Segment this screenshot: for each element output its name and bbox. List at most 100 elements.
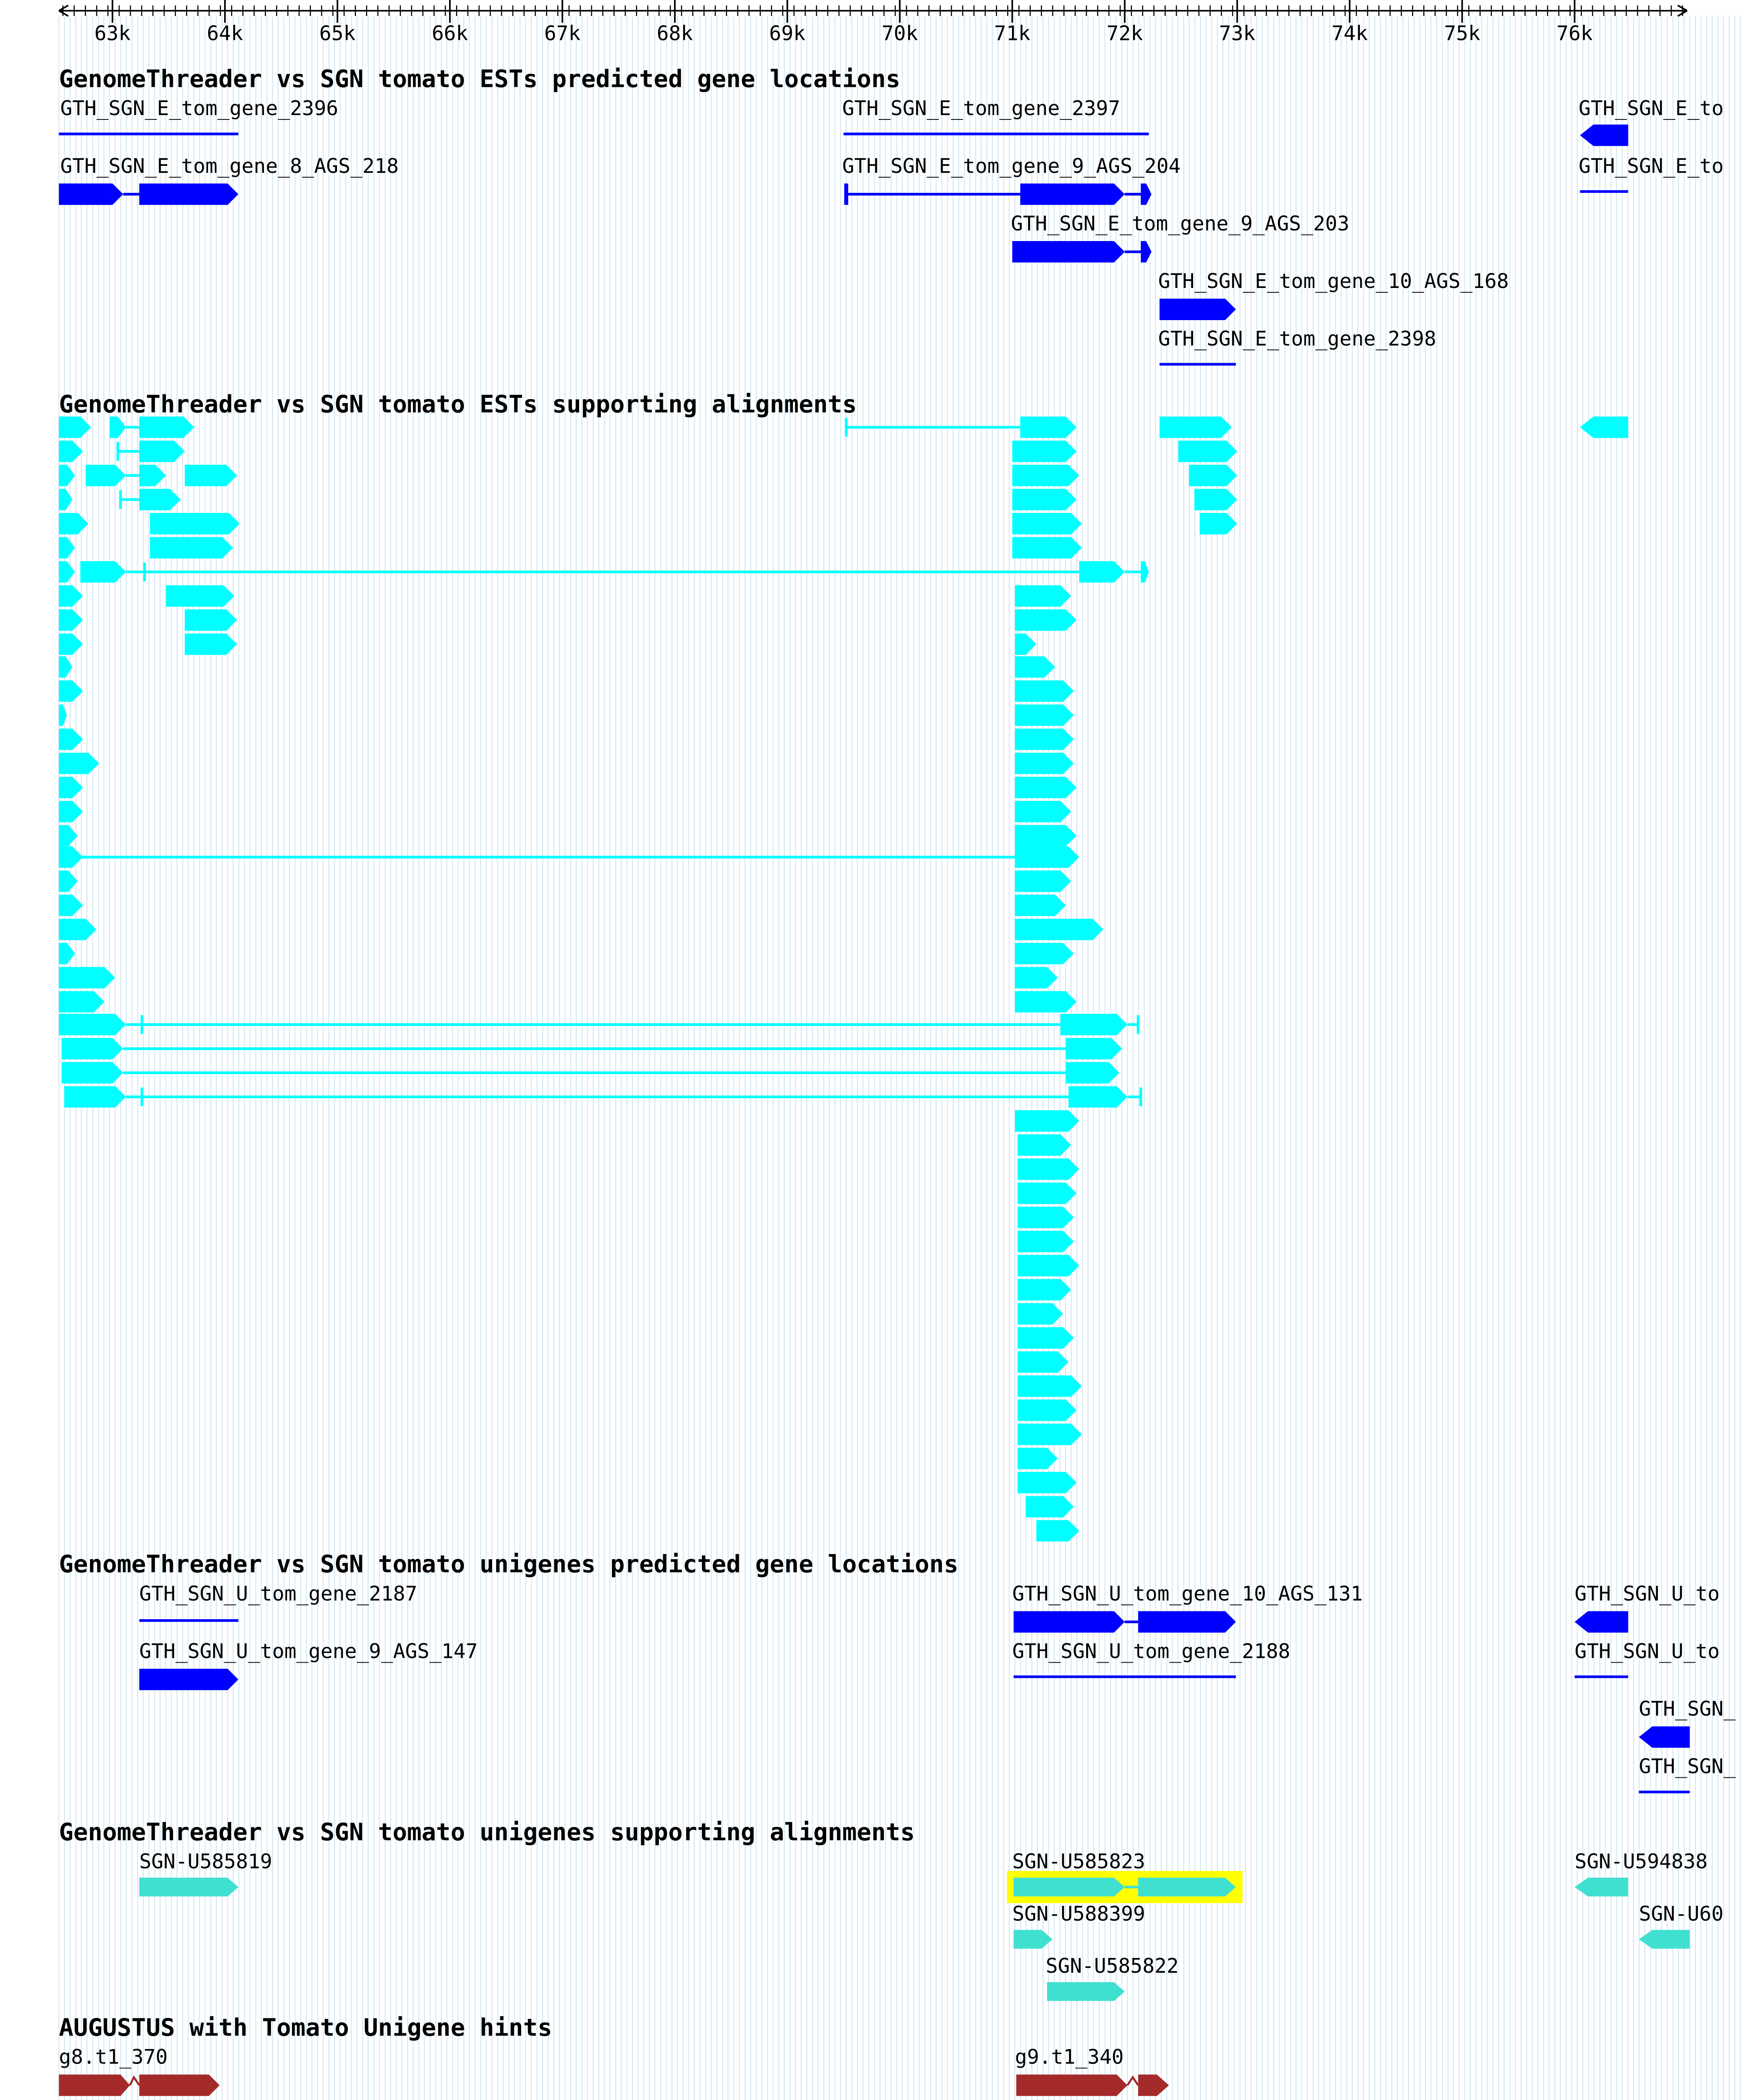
est-alignment-block[interactable]: [59, 1014, 126, 1035]
est-alignment-block[interactable]: [59, 943, 75, 965]
est-alignment-block[interactable]: [1017, 1448, 1058, 1469]
gene-feature-9-ags-204[interactable]: [844, 183, 1152, 205]
feature-label[interactable]: GTH_SGN_E_to: [1579, 154, 1724, 178]
est-alignment-block[interactable]: [1015, 870, 1071, 892]
unigene-feature-u588399[interactable]: [1013, 1930, 1053, 1949]
est-alignment-block[interactable]: [1017, 1375, 1082, 1397]
est-alignment-block[interactable]: [59, 680, 83, 702]
est-alignment-block[interactable]: [61, 1062, 123, 1084]
est-alignment-block[interactable]: [59, 800, 83, 823]
feature-label[interactable]: SGN-U60: [1639, 1902, 1723, 1925]
feature-label[interactable]: GTH_SGN_E_tom_gene_2398: [1158, 327, 1436, 351]
est-alignment-block[interactable]: [59, 561, 75, 583]
est-alignment-block[interactable]: [1200, 513, 1237, 535]
gene-feature-9-ags-203[interactable]: [1012, 241, 1152, 263]
est-alignment-block[interactable]: [1015, 633, 1037, 655]
est-alignment-block[interactable]: [139, 489, 181, 510]
est-alignment-block[interactable]: [1015, 825, 1077, 847]
est-alignment-block[interactable]: [59, 416, 91, 438]
feature-label[interactable]: g9.t1_340: [1015, 2045, 1124, 2069]
est-alignment-block[interactable]: [109, 416, 126, 438]
feature-label[interactable]: GTH_SGN_: [1639, 1755, 1736, 1778]
est-alignment-block[interactable]: [86, 464, 126, 486]
est-alignment-block[interactable]: [1017, 1279, 1071, 1301]
est-alignment-block[interactable]: [80, 561, 126, 583]
est-alignment-block[interactable]: [59, 440, 83, 462]
est-alignment-block[interactable]: [59, 825, 78, 847]
feature-label[interactable]: GTH_SGN_E_to: [1579, 96, 1724, 120]
est-alignment-block[interactable]: [1015, 943, 1074, 965]
est-alignment-block[interactable]: [166, 585, 235, 607]
est-alignment-block[interactable]: [1017, 1423, 1082, 1445]
est-alignment-block[interactable]: [185, 609, 237, 631]
est-alignment-block[interactable]: [59, 585, 83, 607]
feature-label[interactable]: GTH_SGN_U_tom_gene_2188: [1012, 1639, 1290, 1663]
est-alignment-block[interactable]: [1194, 489, 1237, 510]
est-alignment-block[interactable]: [1012, 440, 1077, 462]
feature-label[interactable]: g8.t1_370: [59, 2045, 168, 2069]
est-alignment-block[interactable]: [1015, 680, 1074, 702]
est-alignment-block[interactable]: [150, 513, 240, 535]
est-alignment-block[interactable]: [59, 728, 83, 750]
est-alignment-block[interactable]: [1017, 1303, 1063, 1325]
est-alignment-block[interactable]: [59, 991, 105, 1013]
unigene-feature-u585822[interactable]: [1047, 1982, 1125, 2001]
est-alignment-block[interactable]: [1017, 1472, 1077, 1494]
augustus-feature-g9[interactable]: [1016, 2074, 1169, 2096]
est-alignment-block[interactable]: [59, 777, 83, 798]
feature-label[interactable]: SGN-U585819: [139, 1850, 272, 1873]
est-alignment-block[interactable]: [1060, 1014, 1128, 1035]
est-alignment-block[interactable]: [59, 609, 83, 631]
feature-label[interactable]: GTH_SGN_U_tom_gene_2187: [139, 1582, 417, 1605]
est-alignment-block[interactable]: [1017, 1351, 1069, 1373]
est-alignment-block[interactable]: [1036, 1520, 1079, 1542]
est-alignment-block[interactable]: [1015, 919, 1104, 940]
est-alignment-block[interactable]: [185, 464, 237, 486]
feature-label[interactable]: GTH_SGN_U_to: [1574, 1639, 1720, 1663]
est-alignment-block[interactable]: [1020, 416, 1077, 438]
unigene-feature-u594838[interactable]: [1574, 1878, 1628, 1897]
est-alignment-block[interactable]: [1017, 1255, 1079, 1277]
est-alignment-block[interactable]: [1012, 489, 1077, 510]
feature-label[interactable]: GTH_SGN_E_tom_gene_9_AGS_204: [842, 154, 1181, 178]
est-alignment-block[interactable]: [59, 967, 116, 989]
est-alignment-block[interactable]: [1065, 1062, 1120, 1084]
feature-label[interactable]: GTH_SGN_U_tom_gene_10_AGS_131: [1012, 1582, 1363, 1605]
est-alignment-block[interactable]: [1015, 728, 1074, 750]
est-alignment-block[interactable]: [1159, 416, 1232, 438]
unigene-feature-u585823[interactable]: [1013, 1878, 1236, 1897]
est-alignment-block[interactable]: [1012, 513, 1082, 535]
feature-label[interactable]: SGN-U585823: [1012, 1850, 1145, 1873]
est-alignment-block[interactable]: [1178, 440, 1237, 462]
gene-feature-10-ags-131[interactable]: [1013, 1611, 1236, 1633]
est-alignment-block[interactable]: [59, 752, 99, 774]
est-alignment-block[interactable]: [1017, 1134, 1071, 1156]
est-alignment-block[interactable]: [1015, 846, 1079, 868]
est-alignment-block[interactable]: [59, 464, 75, 486]
feature-label[interactable]: SGN-U585822: [1046, 1954, 1179, 1978]
est-alignment-block[interactable]: [1015, 991, 1077, 1013]
est-alignment-block[interactable]: [185, 633, 237, 655]
est-alignment-block[interactable]: [1015, 585, 1071, 607]
est-alignment-block[interactable]: [139, 440, 185, 462]
augustus-feature-g8[interactable]: [59, 2074, 220, 2096]
est-alignment-block[interactable]: [59, 846, 83, 868]
feature-label[interactable]: SGN-U588399: [1012, 1902, 1145, 1925]
unigene-feature-u585819[interactable]: [139, 1878, 238, 1897]
est-alignment-block[interactable]: [1141, 561, 1149, 583]
feature-label[interactable]: GTH_SGN_U_to: [1574, 1582, 1720, 1605]
est-alignment-block[interactable]: [139, 464, 166, 486]
feature-label[interactable]: GTH_SGN_E_tom_gene_10_AGS_168: [1158, 269, 1509, 293]
gene-feature-9-ags-147[interactable]: [139, 1669, 238, 1690]
feature-label[interactable]: GTH_SGN_U_tom_gene_9_AGS_147: [139, 1639, 478, 1663]
est-alignment-block[interactable]: [1580, 416, 1628, 438]
est-alignment-block[interactable]: [59, 513, 89, 535]
est-alignment-block[interactable]: [59, 704, 67, 726]
est-alignment-block[interactable]: [59, 919, 96, 940]
est-alignment-block[interactable]: [1015, 894, 1066, 916]
est-alignment-block[interactable]: [1017, 1158, 1079, 1180]
gene-feature-reverse[interactable]: [1639, 1726, 1690, 1748]
gene-feature-reverse[interactable]: [1574, 1611, 1628, 1633]
est-alignment-block[interactable]: [59, 489, 73, 510]
feature-label[interactable]: GTH_SGN_E_tom_gene_8_AGS_218: [60, 154, 399, 178]
